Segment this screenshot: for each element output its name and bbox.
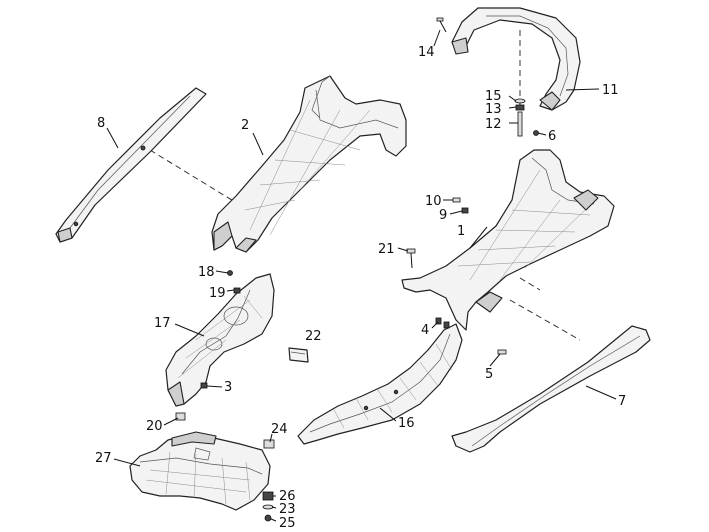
callout-2: 2 xyxy=(241,118,249,133)
part-1-side-frame-cover[interactable] xyxy=(401,149,615,331)
screw-21-head xyxy=(406,248,416,254)
callout-12: 12 xyxy=(485,117,502,132)
callout-27: 27 xyxy=(95,451,112,466)
callout-11: 11 xyxy=(602,83,619,98)
callout-26: 26 xyxy=(279,489,296,504)
callout-10: 10 xyxy=(425,194,442,209)
nut-20 xyxy=(175,412,186,421)
callout-19: 19 xyxy=(209,286,226,301)
clip-9 xyxy=(461,207,469,214)
callout-16: 16 xyxy=(398,416,415,431)
callout-4: 4 xyxy=(421,323,429,338)
clip-4b xyxy=(443,321,450,329)
screw-5 xyxy=(497,349,507,355)
leader-lines xyxy=(106,29,617,522)
screw-25 xyxy=(264,514,272,522)
callout-13: 13 xyxy=(485,102,502,117)
callout-3: 3 xyxy=(224,380,232,395)
screw-18 xyxy=(227,270,233,276)
part-17-lower-inner-panel[interactable] xyxy=(165,273,275,407)
washer-15 xyxy=(514,98,526,104)
screw-10 xyxy=(452,197,461,203)
callout-24: 24 xyxy=(271,422,288,437)
part-11-rear-arch[interactable] xyxy=(451,7,581,111)
part-27-floor-panel[interactable] xyxy=(129,431,271,511)
screw-14-head xyxy=(436,17,444,22)
clip-3 xyxy=(200,382,208,389)
callout-20: 20 xyxy=(146,419,163,434)
grommet-26 xyxy=(262,491,274,501)
part-22-small-tag[interactable] xyxy=(288,347,309,363)
callout-23: 23 xyxy=(279,502,296,517)
callout-5: 5 xyxy=(485,367,493,382)
part-2-front-shield[interactable] xyxy=(211,75,407,253)
callout-labels: 1 2 3 4 5 6 7 8 9 10 11 12 13 14 15 16 1… xyxy=(95,45,626,531)
callout-7: 7 xyxy=(618,394,626,409)
callout-8: 8 xyxy=(97,116,105,131)
washer-23 xyxy=(262,504,274,510)
clip-24 xyxy=(263,439,275,449)
callout-6: 6 xyxy=(548,129,556,144)
nut-13 xyxy=(515,104,525,111)
clip-19 xyxy=(233,287,241,294)
part-8-side-strip[interactable] xyxy=(55,87,207,243)
bolt-12 xyxy=(517,111,523,137)
screw-6 xyxy=(533,130,539,136)
callout-21: 21 xyxy=(378,242,395,257)
callout-17: 17 xyxy=(154,316,171,331)
callout-9: 9 xyxy=(439,208,447,223)
callout-1: 1 xyxy=(457,224,465,239)
part-7-running-board-strip[interactable] xyxy=(451,325,651,453)
callout-14: 14 xyxy=(418,45,435,60)
part-16-lower-side-skirt[interactable] xyxy=(297,323,463,445)
assembly-lines xyxy=(149,30,581,341)
callout-18: 18 xyxy=(198,265,215,280)
clip-4a xyxy=(435,317,442,325)
callout-22: 22 xyxy=(305,329,322,344)
callout-25: 25 xyxy=(279,516,296,531)
callout-15: 15 xyxy=(485,89,502,104)
